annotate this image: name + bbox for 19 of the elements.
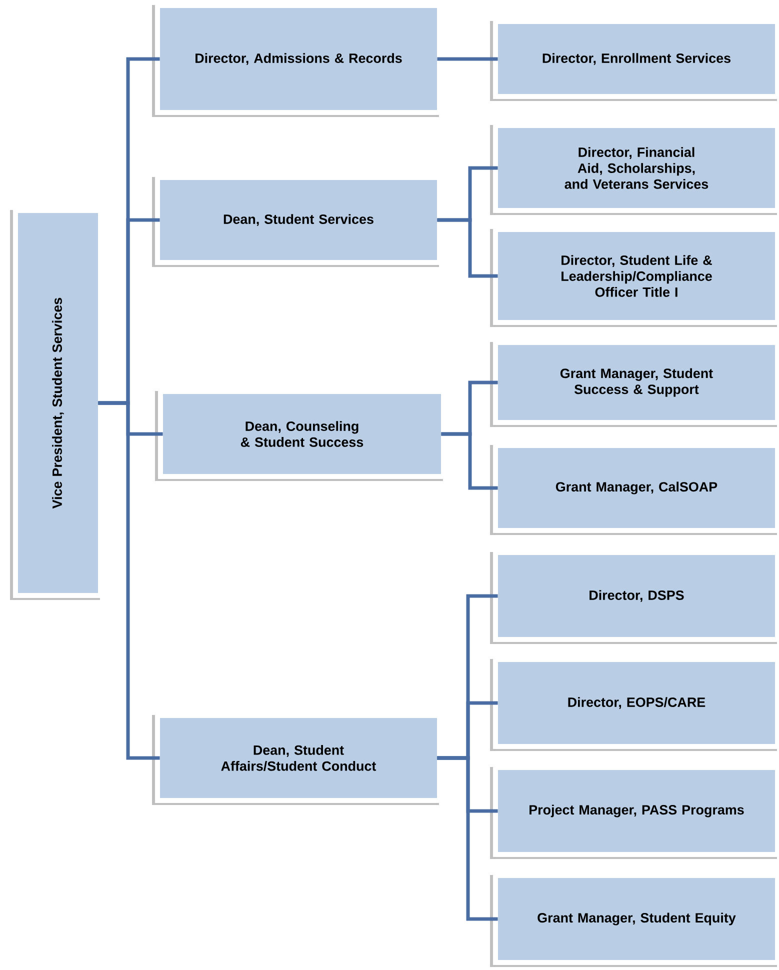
org-box: Vice President, Student Services: [10, 208, 103, 600]
connector-line: [437, 756, 498, 921]
org-box: Dean, Student Services: [152, 175, 442, 267]
org-box: Dean, Student Affairs/Student Conduct: [152, 713, 442, 805]
org-box: Dean, Counseling & Student Success: [155, 389, 446, 481]
org-box: Grant Manager, Student Equity: [490, 873, 779, 967]
org-box: Director, Financial Aid, Scholarships, and Veterans Services: [490, 123, 779, 215]
connector-line: [441, 432, 498, 490]
org-box: Director, Student Life & Leadership/Compliance Officer Title I: [490, 227, 779, 327]
org-box: Director, EOPS/CARE: [490, 657, 779, 751]
connector-line: [437, 57, 498, 61]
org-box: Director, Enrollment Services: [490, 19, 779, 101]
org-box: Director, Admissions & Records: [152, 3, 442, 117]
connector-line: [98, 401, 160, 760]
org-box: Grant Manager, CalSOAP: [490, 443, 779, 535]
org-box: Director, DSPS: [490, 550, 779, 644]
org-box: Grant Manager, Student Success & Support: [490, 340, 779, 427]
connector-line: [437, 218, 498, 278]
org-box: Project Manager, PASS Programs: [490, 765, 779, 859]
